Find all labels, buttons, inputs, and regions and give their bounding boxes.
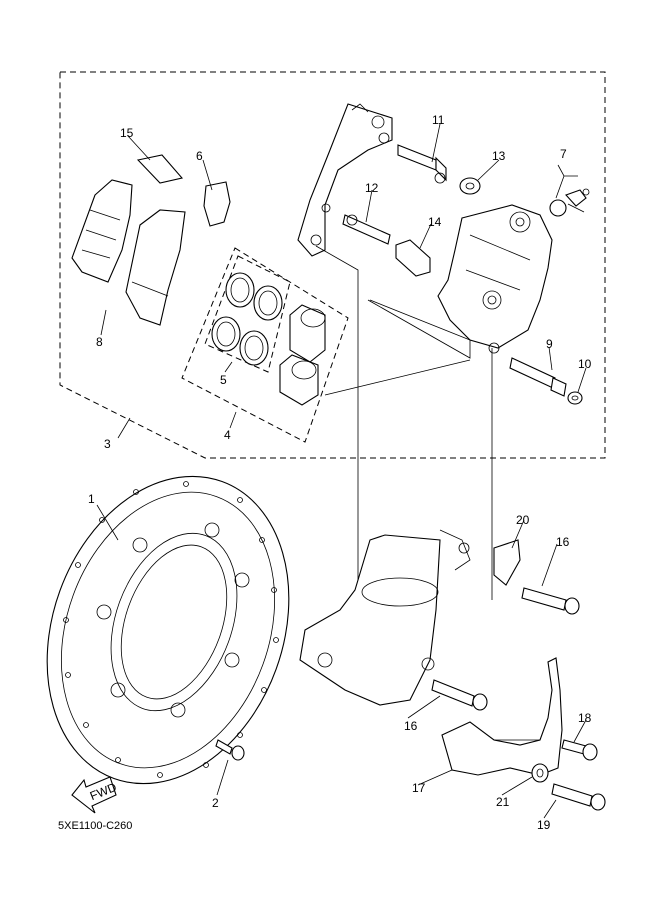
callout-7: 7: [560, 147, 567, 161]
callout-17: 17: [412, 781, 426, 795]
reference-line: [324, 299, 471, 396]
boot-14: [395, 239, 431, 277]
callout-3: 3: [104, 437, 111, 451]
pad-shim-15: [136, 154, 184, 184]
bolt-16-lower: [431, 679, 488, 711]
diagram-code: 5XE1100-C260: [58, 820, 133, 832]
disc-bolt-2: [215, 739, 245, 761]
callout-16-lower: 16: [404, 719, 418, 733]
pin-12: [342, 214, 391, 245]
bolt-18: [561, 739, 598, 761]
disc-guard-17: [441, 657, 563, 776]
callout-1: 1: [88, 492, 95, 506]
pad-spring-6: [203, 181, 231, 227]
brake-caliper: [437, 204, 553, 354]
bolt-16-upper: [521, 587, 580, 615]
assembly-boundary-5: [204, 255, 291, 373]
bolt-9: [509, 357, 567, 397]
piston-seals-5: [211, 272, 283, 366]
callout-21: 21: [496, 795, 510, 809]
callout-14: 14: [428, 215, 442, 229]
forward-arrow-icon: FWD: [71, 776, 119, 814]
callout-8: 8: [96, 335, 103, 349]
boot-13: [459, 177, 481, 195]
callout-labels: 1 2 3 4 5 6 7 8 9 10 11 12 13 14 15 16 1…: [88, 113, 592, 832]
callout-2: 2: [212, 796, 219, 810]
caliper-bracket: [297, 103, 393, 257]
brake-disc-1: [46, 475, 290, 785]
plug-10: [567, 391, 583, 405]
callout-19: 19: [537, 818, 551, 832]
brake-pad-8: [71, 179, 186, 326]
callout-18: 18: [578, 711, 592, 725]
washer-21: [531, 763, 549, 783]
bracket-20: [493, 539, 521, 586]
mounting-reference-line: [315, 245, 359, 660]
pistons-4: [279, 304, 326, 406]
pin-11: [397, 144, 447, 184]
callout-10: 10: [578, 357, 592, 371]
callout-12: 12: [365, 181, 379, 195]
callout-leaders: [96, 123, 587, 819]
callout-5: 5: [220, 373, 227, 387]
front-fork-leg: [299, 529, 471, 706]
bleed-screw-7: [549, 188, 590, 217]
bolt-19: [551, 783, 606, 811]
callout-15: 15: [120, 126, 134, 140]
callout-6: 6: [196, 149, 203, 163]
callout-13: 13: [492, 149, 506, 163]
assembly-boundary-3: [59, 71, 606, 459]
assembly-boundary-4: [181, 247, 349, 443]
callout-11: 11: [432, 113, 445, 127]
callout-20: 20: [516, 513, 530, 527]
callout-4: 4: [224, 428, 231, 442]
callout-9: 9: [546, 337, 553, 351]
callout-16-upper: 16: [556, 535, 570, 549]
